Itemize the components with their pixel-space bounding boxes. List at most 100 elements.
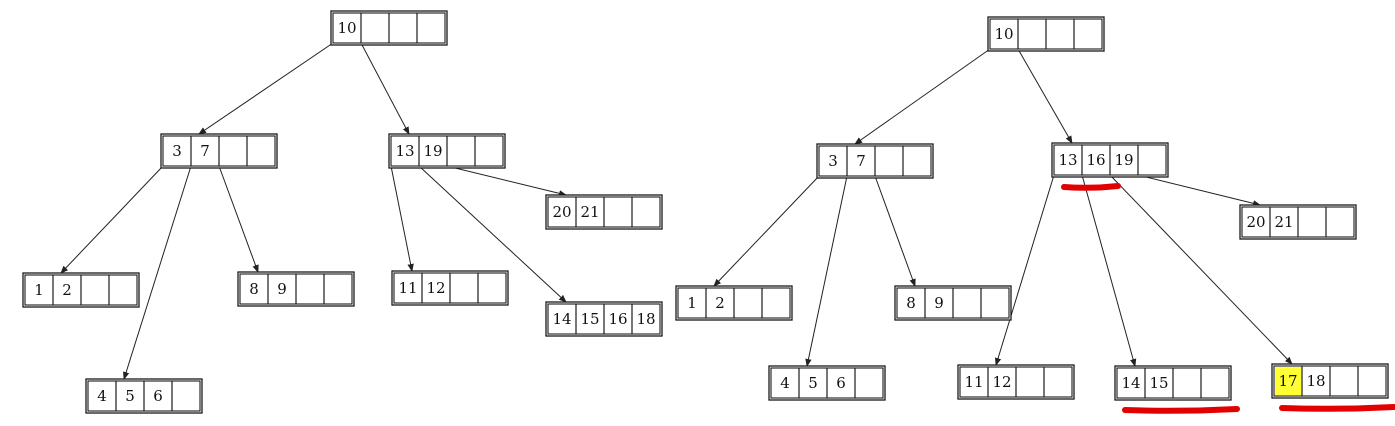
edges-layer	[60, 42, 1293, 380]
key-label: 12	[426, 279, 445, 297]
key-label: 5	[808, 374, 818, 392]
tree-node: 13 16 19	[1051, 142, 1169, 178]
key-label: 1	[687, 294, 697, 312]
key-label: 3	[828, 152, 838, 170]
tree-edge	[805, 175, 848, 367]
key-label: 6	[153, 387, 163, 405]
key-label: 19	[423, 142, 442, 160]
key-label: 13	[395, 142, 414, 160]
tree-node: 14 15	[1114, 365, 1232, 401]
marks-layer	[1061, 183, 1395, 414]
key-label: 21	[1274, 213, 1293, 231]
key-label: 16	[608, 310, 627, 328]
key-label: 5	[125, 387, 135, 405]
key-label: 8	[906, 294, 916, 312]
key-label: 18	[636, 310, 655, 328]
tree-node: 14 15 16 18	[545, 301, 663, 337]
key-cell	[902, 145, 932, 177]
tree-node: 11 12	[391, 270, 509, 306]
key-cell	[108, 274, 138, 306]
tree-edge	[60, 165, 164, 274]
tree-edge	[994, 174, 1055, 366]
tree-node: 11 12	[957, 364, 1075, 400]
key-cell	[1043, 366, 1073, 398]
tree-node: 13 19	[388, 133, 506, 169]
key-label: 21	[580, 203, 599, 221]
key-cell	[854, 367, 884, 399]
key-cell	[474, 135, 504, 167]
key-cell	[246, 135, 276, 167]
key-label: 17	[1278, 372, 1297, 390]
key-label: 7	[200, 142, 210, 160]
highlight-mark	[1275, 367, 1301, 395]
red-underline-mark	[1279, 404, 1395, 412]
key-label: 15	[1149, 374, 1168, 392]
tree-edge	[1137, 174, 1261, 207]
key-label: 10	[994, 25, 1013, 43]
tree-edge	[418, 165, 567, 303]
red-underline-mark	[1122, 406, 1240, 414]
key-label: 9	[934, 294, 944, 312]
key-cell	[1073, 18, 1103, 50]
key-label: 8	[249, 280, 259, 298]
tree-edge	[1109, 174, 1293, 365]
key-label: 2	[62, 281, 72, 299]
key-label: 10	[337, 19, 356, 37]
key-label: 9	[277, 280, 287, 298]
tree-edge	[446, 165, 567, 197]
key-cell	[1325, 206, 1355, 238]
key-label: 20	[1246, 213, 1265, 231]
tree-edge	[874, 175, 916, 287]
key-label: 7	[856, 152, 866, 170]
tree-edge	[1081, 174, 1137, 367]
tree-edge	[713, 175, 820, 287]
key-cell	[631, 196, 661, 228]
key-label: 11	[964, 373, 983, 391]
key-cell	[416, 12, 446, 44]
tree-edge	[198, 42, 334, 135]
tree-node: 10	[330, 10, 448, 46]
tree-edge	[1017, 48, 1073, 144]
tree-node: 10	[987, 16, 1105, 52]
key-label: 13	[1058, 151, 1077, 169]
key-label: 1	[34, 281, 44, 299]
key-label: 19	[1114, 151, 1133, 169]
key-cell	[1200, 367, 1230, 399]
key-cell	[477, 272, 507, 304]
key-label: 12	[992, 373, 1011, 391]
key-label: 15	[580, 310, 599, 328]
tree-edge	[218, 165, 259, 273]
key-label: 16	[1086, 151, 1105, 169]
key-label: 14	[552, 310, 571, 328]
tree-edge	[854, 48, 991, 145]
tree-edge	[123, 165, 192, 380]
key-label: 18	[1306, 372, 1325, 390]
key-cell	[171, 380, 201, 412]
key-cell	[1357, 365, 1387, 397]
key-label: 20	[552, 203, 571, 221]
key-cell	[980, 287, 1010, 319]
key-cell	[323, 273, 353, 305]
key-label: 11	[398, 279, 417, 297]
tree-edge	[360, 42, 410, 135]
key-cell	[761, 287, 791, 319]
key-label: 14	[1121, 374, 1140, 392]
tree-edge	[390, 165, 414, 272]
key-cell	[1137, 144, 1167, 176]
key-label: 4	[780, 374, 790, 392]
key-label: 6	[836, 374, 846, 392]
key-label: 2	[715, 294, 725, 312]
